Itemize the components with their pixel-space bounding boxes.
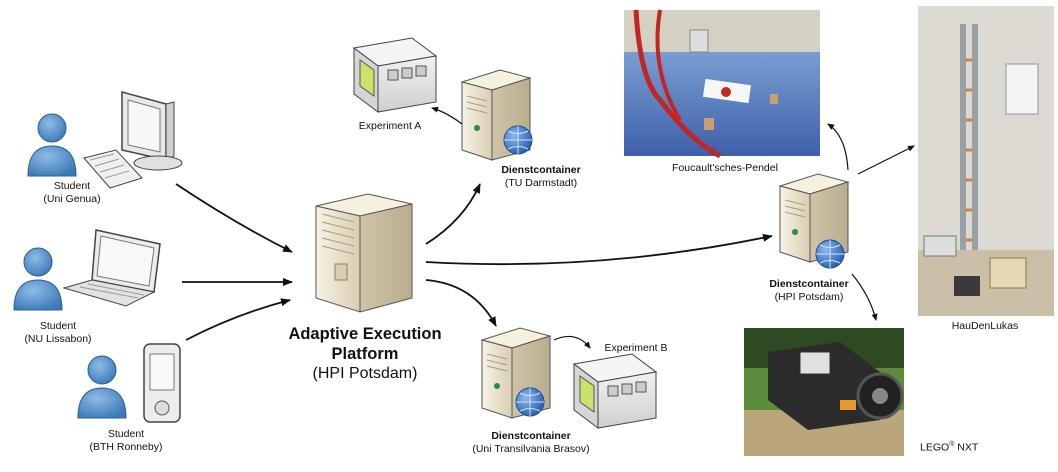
container-location: (HPI Potsdam) xyxy=(774,291,844,303)
student-bth-ronneby xyxy=(77,343,181,423)
laptop-icon xyxy=(62,229,161,307)
arrow-transilvania-to-exp-b xyxy=(553,335,591,349)
lego-caption-sup: ® xyxy=(949,441,955,448)
connection-arrows xyxy=(175,106,915,349)
arrow-hpi-to-foucault xyxy=(827,123,849,171)
arrow-platform-to-darmstadt xyxy=(425,183,481,245)
server-transilvania-icon xyxy=(480,327,552,419)
foucault-caption: Foucault'sches-Pendel xyxy=(672,162,778,174)
person-icon xyxy=(13,247,63,311)
student-uni-genua-label: Student (Uni Genua) xyxy=(30,180,114,206)
experiment-b-device-icon xyxy=(572,353,658,429)
platform-title-line1: Adaptive Execution xyxy=(288,325,442,343)
arrow-ronneby-to-platform xyxy=(185,298,291,341)
experiment-a-label: Experiment A xyxy=(358,120,422,132)
container-tu-darmstadt-label: Dienstcontainer (TU Darmstadt) xyxy=(486,164,596,190)
platform-label: Adaptive Execution Platform (HPI Potsdam… xyxy=(280,324,450,384)
foucault-pendulum-photo xyxy=(624,9,820,159)
container-location: (Uni Transilvania Brasov) xyxy=(472,443,590,455)
hau-den-lukas-photo xyxy=(918,6,1054,316)
person-icon xyxy=(77,355,127,419)
container-hpi-potsdam-label: Dienstcontainer (HPI Potsdam) xyxy=(754,278,864,304)
student-uni-genua xyxy=(27,91,183,189)
student-name: Student xyxy=(107,428,145,440)
platform-subtitle: (HPI Potsdam) xyxy=(312,365,418,382)
pda-icon xyxy=(143,343,181,423)
student-nu-lissabon-label: Student (NU Lissabon) xyxy=(16,320,100,346)
haudenlukas-caption: HauDenLukas xyxy=(951,320,1019,332)
lego-nxt-photo xyxy=(744,328,904,456)
container-transilvania-label: Dienstcontainer (Uni Transilvania Brasov… xyxy=(456,430,606,456)
arrow-platform-to-hpi xyxy=(425,233,773,266)
server-hpi-potsdam-icon xyxy=(778,173,850,269)
student-institution: (NU Lissabon) xyxy=(24,333,92,345)
person-icon xyxy=(27,113,77,177)
experiment-b-label: Experiment B xyxy=(604,342,668,354)
arrow-hpi-to-lego xyxy=(851,273,878,321)
arrow-platform-to-transilvania xyxy=(425,279,497,327)
container-title: Dienstcontainer xyxy=(769,278,849,290)
lego-caption-tail: NXT xyxy=(954,441,979,454)
student-institution: (Uni Genua) xyxy=(43,193,101,205)
container-location: (TU Darmstadt) xyxy=(504,177,578,189)
desktop-computer-icon xyxy=(83,91,183,189)
globe-icon xyxy=(503,125,533,155)
globe-icon xyxy=(515,387,545,417)
lego-caption-main: LEGO xyxy=(920,441,950,454)
platform-title-line2: Platform xyxy=(331,345,399,363)
student-name: Student xyxy=(39,320,77,332)
container-title: Dienstcontainer xyxy=(491,430,571,442)
student-institution: (BTH Ronneby) xyxy=(89,441,163,453)
globe-icon xyxy=(815,239,845,269)
container-title: Dienstcontainer xyxy=(501,164,581,176)
lego-nxt-caption: LEGO® NXT xyxy=(920,438,1000,455)
platform-server-icon xyxy=(315,193,413,313)
student-nu-lissabon xyxy=(13,229,161,311)
arrow-hpi-to-haudenlukas xyxy=(857,145,915,175)
student-name: Student xyxy=(53,180,91,192)
experiment-a-device-icon xyxy=(352,37,438,113)
arrow-darmstadt-to-exp-a xyxy=(431,106,463,125)
arrow-genua-to-platform xyxy=(175,183,293,253)
server-tu-darmstadt-icon xyxy=(460,69,533,161)
student-bth-ronneby-label: Student (BTH Ronneby) xyxy=(78,428,174,454)
